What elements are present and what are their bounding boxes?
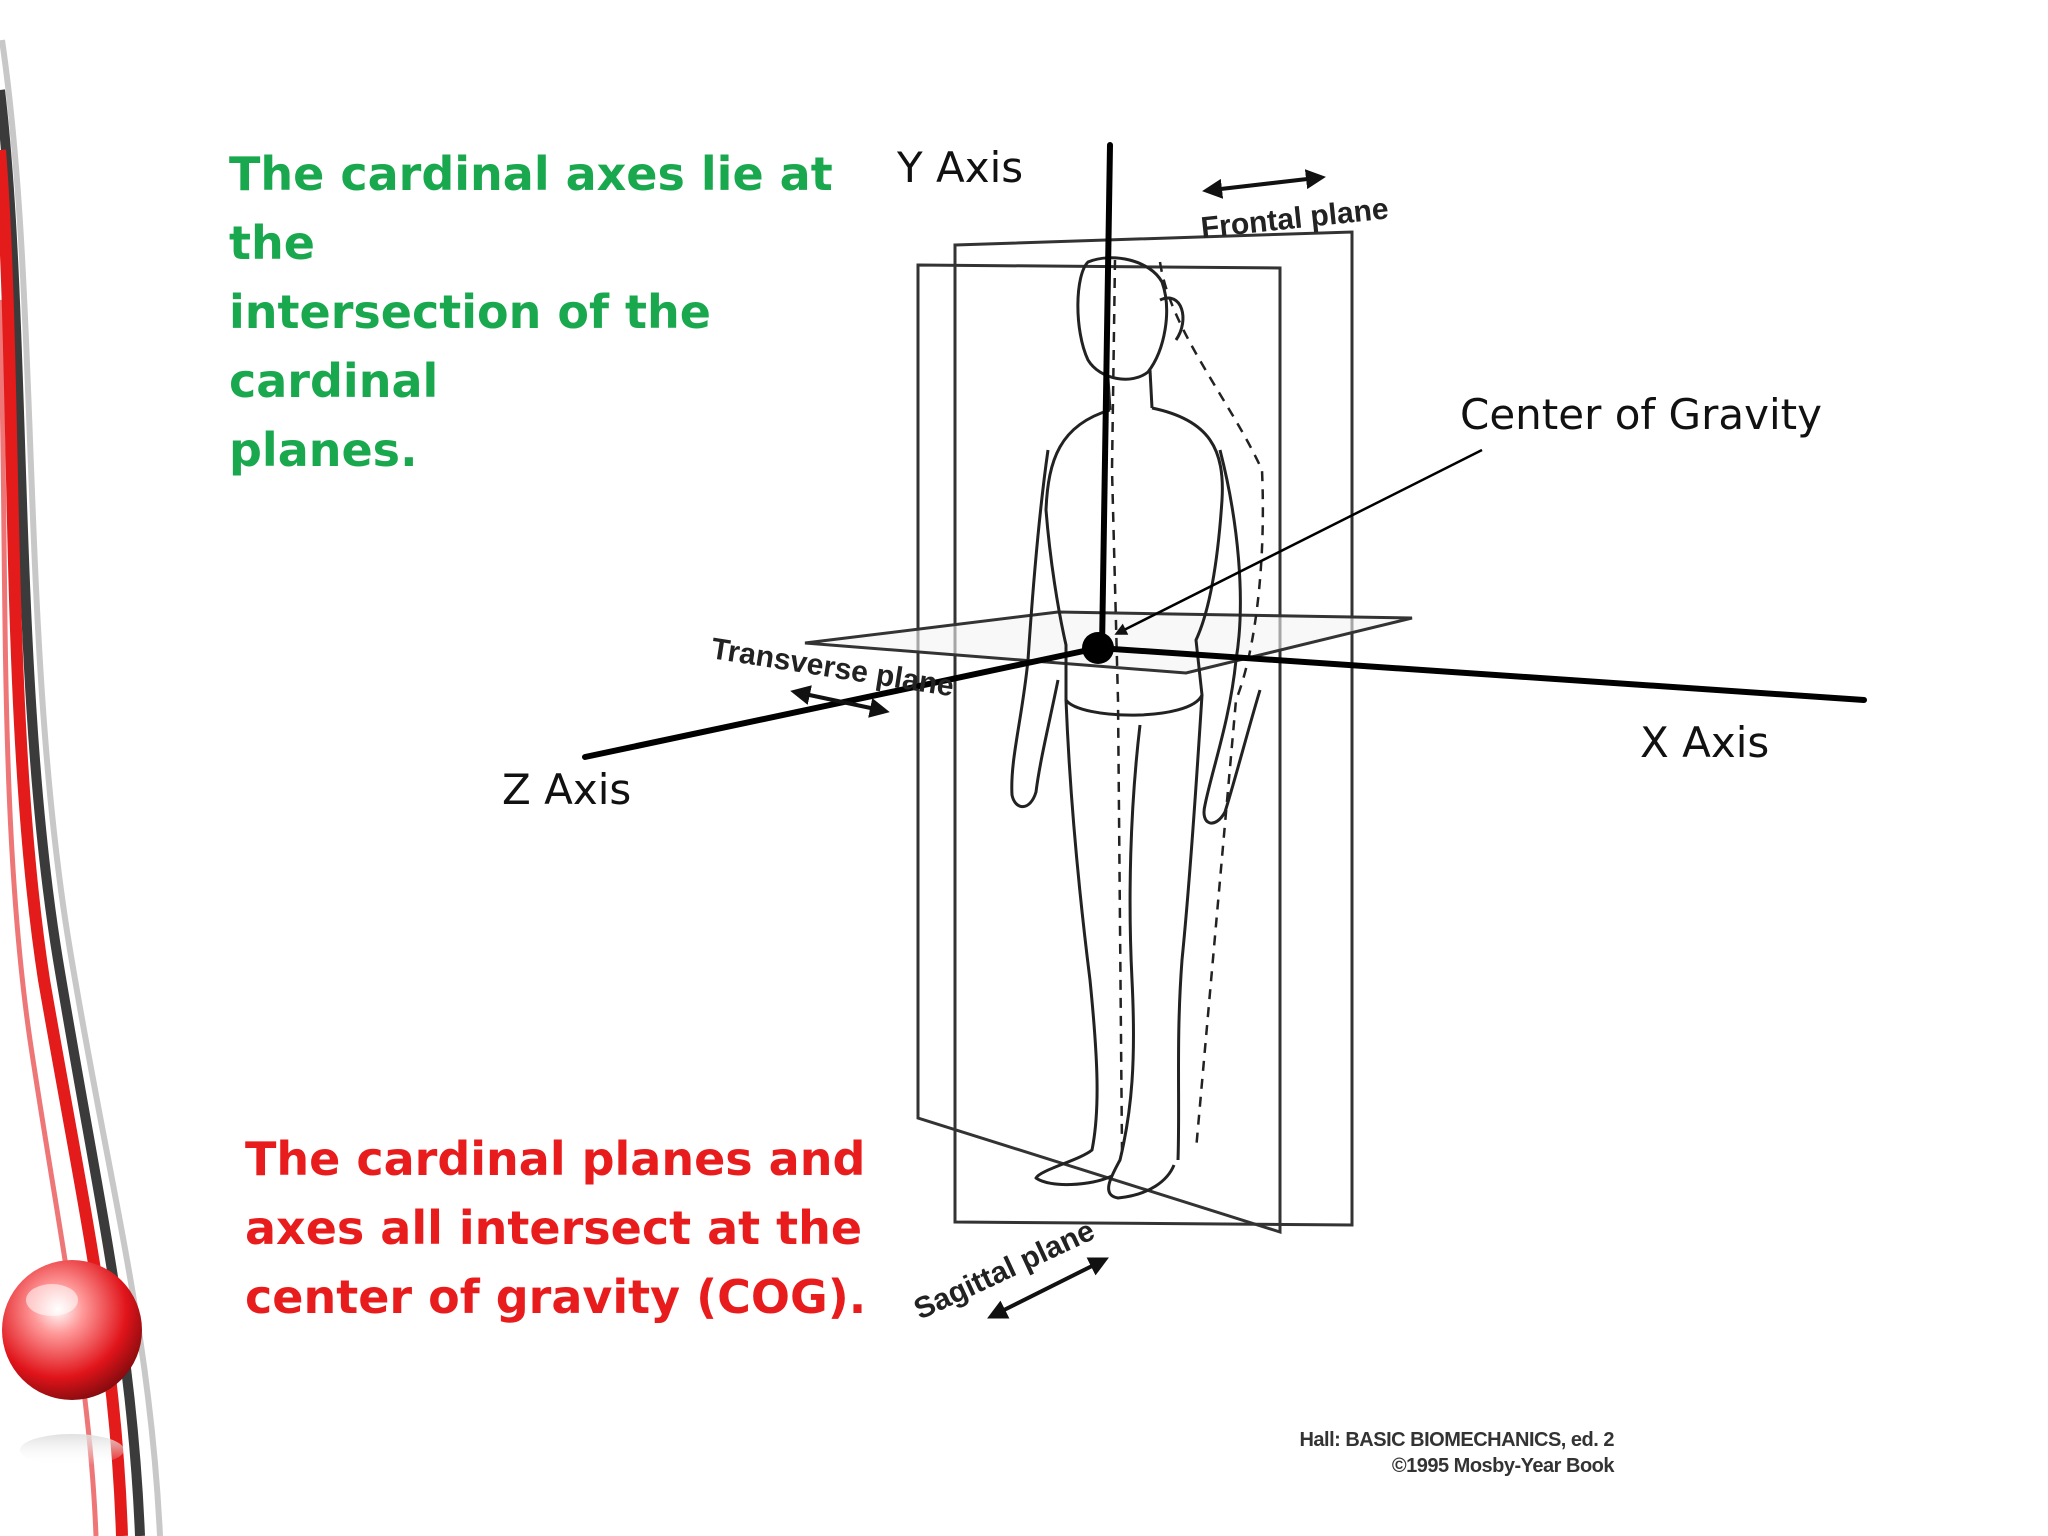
x-axis-line <box>1095 645 1867 703</box>
bottom-note-line: The cardinal planes and <box>245 1132 866 1186</box>
human-figure <box>1010 256 1265 1200</box>
top-note-line: intersection of the cardinal <box>229 285 711 408</box>
frontal-plane-label: Frontal plane <box>1199 192 1390 245</box>
cog-leader-line <box>1114 448 1483 635</box>
red-orb-ornament <box>2 1260 142 1466</box>
center-of-gravity-label: Center of Gravity <box>1460 390 1822 439</box>
frontal-plane <box>953 230 1354 1227</box>
bottom-note-line: center of gravity (COG). <box>245 1270 867 1324</box>
bottom-note-line: axes all intersect at the <box>245 1201 863 1255</box>
sagittal-plane <box>916 263 1282 1235</box>
top-note-line: planes. <box>229 423 418 477</box>
bottom-note: The cardinal planes and axes all interse… <box>245 1125 885 1332</box>
plane-arrows <box>790 169 1326 1319</box>
top-note-line: The cardinal axes lie at the <box>229 147 833 270</box>
z-axis-label: Z Axis <box>502 765 632 814</box>
citation-line: ©1995 Mosby-Year Book <box>1391 1455 1615 1477</box>
y-axis-label: Y Axis <box>897 143 1024 192</box>
center-of-gravity-dot <box>1082 632 1114 664</box>
x-axis-label: X Axis <box>1640 718 1770 767</box>
citation-line: Hall: BASIC BIOMECHANICS, ed. 2 <box>1299 1429 1614 1451</box>
top-note: The cardinal axes lie at the intersectio… <box>229 140 909 485</box>
source-citation: Hall: BASIC BIOMECHANICS, ed. 2 ©1995 Mo… <box>1299 1427 1614 1479</box>
y-axis-line <box>1099 142 1113 651</box>
